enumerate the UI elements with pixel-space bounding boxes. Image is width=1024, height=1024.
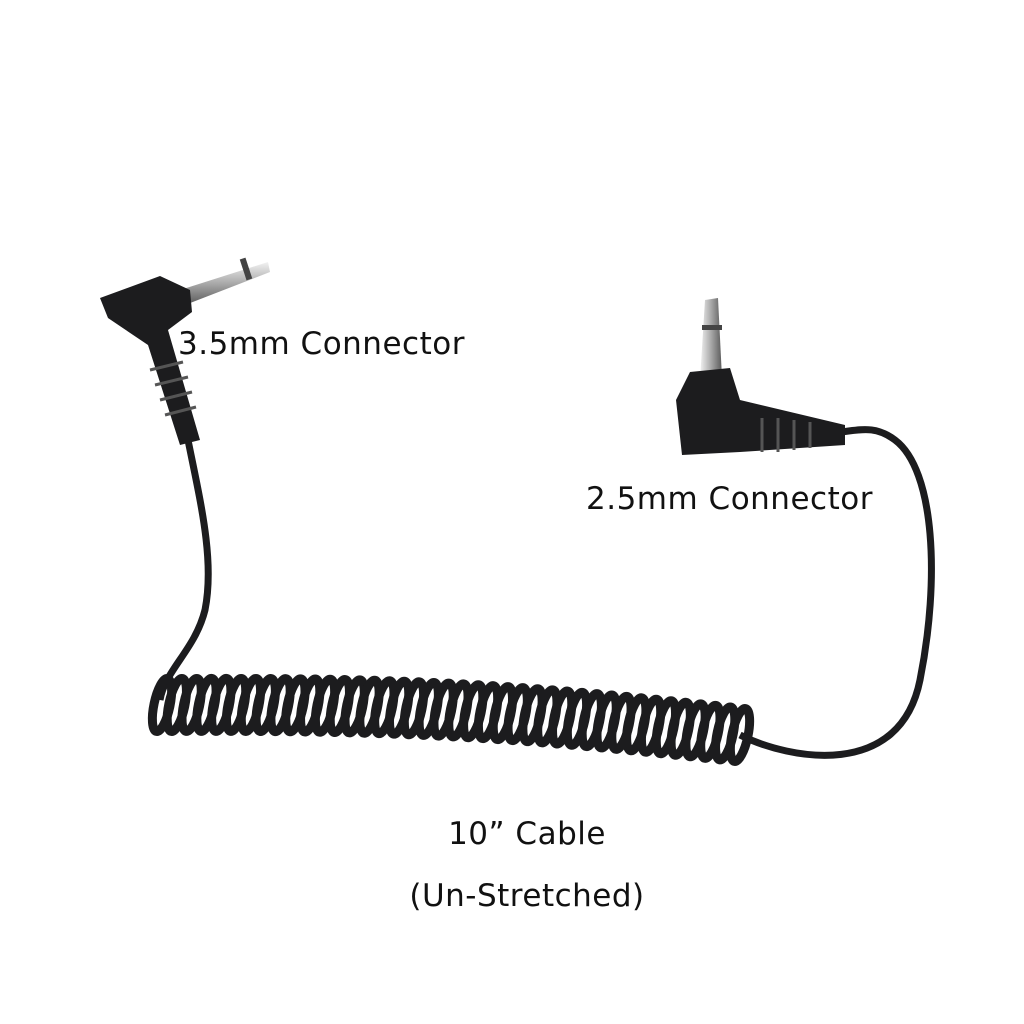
label-cable-length: 10” Cable — [448, 816, 606, 852]
coil-loop — [725, 704, 755, 766]
connector-25mm — [676, 298, 845, 455]
cable-left-segment — [156, 439, 212, 701]
cable-right-segment — [738, 426, 935, 759]
label-25mm-connector: 2.5mm Connector — [586, 481, 873, 517]
coiled-cable — [147, 673, 755, 766]
label-cable-state: (Un-Stretched) — [409, 878, 645, 914]
connector-35mm — [100, 257, 270, 445]
label-35mm-connector: 3.5mm Connector — [178, 326, 465, 362]
